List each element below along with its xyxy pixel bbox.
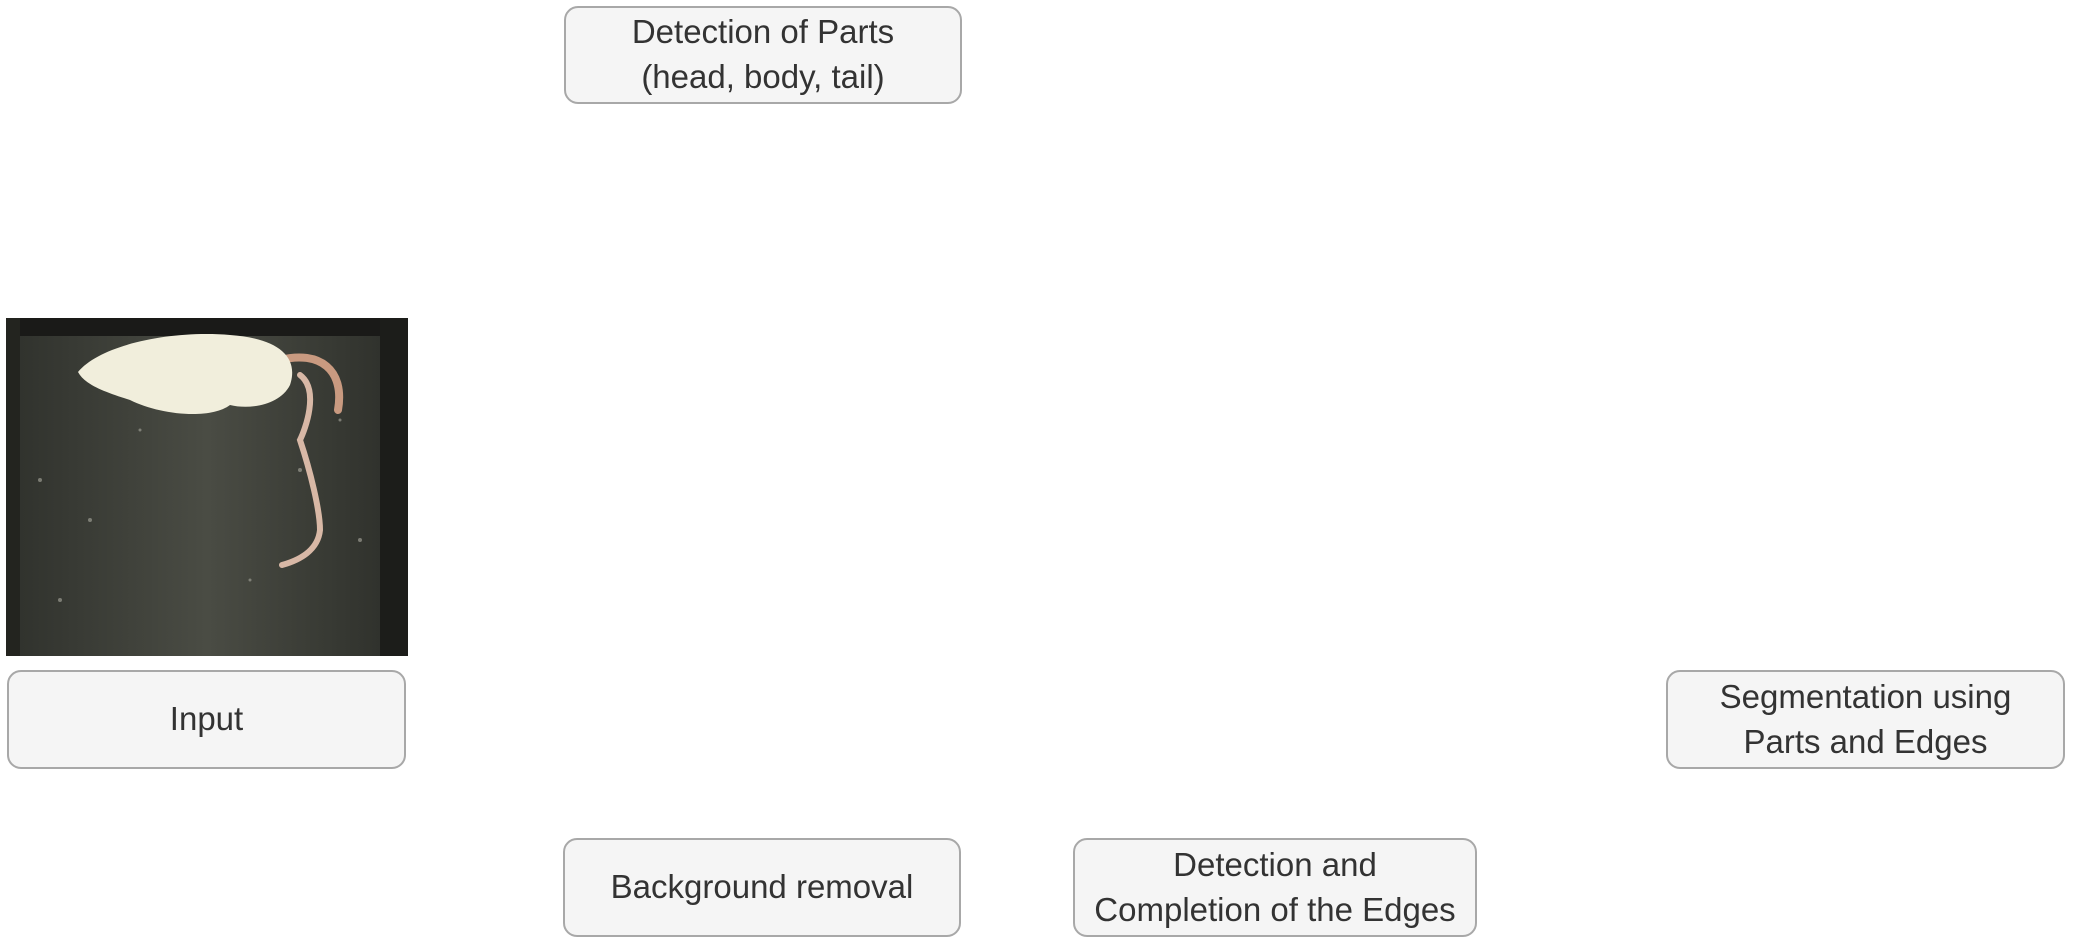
input-image [6, 318, 408, 656]
segmentation-label-line2: Parts and Edges [1743, 722, 1988, 760]
edge-detection-label-line1: Detection and [1173, 845, 1377, 883]
edge-detection-label-line2: Completion of the Edges [1094, 890, 1456, 928]
parts-detection-label: Detection of Parts (head, body, tail) [564, 6, 962, 104]
background-removal-label-text: Background removal [610, 868, 914, 906]
background-removal-label: Background removal [563, 838, 961, 937]
segmentation-label: Segmentation using Parts and Edges [1666, 670, 2065, 769]
parts-detection-label-line1: Detection of Parts [631, 13, 895, 51]
segmentation-label-line1: Segmentation using [1719, 677, 2012, 715]
edge-detection-label: Detection and Completion of the Edges [1073, 838, 1477, 937]
input-label-text: Input [169, 700, 244, 738]
parts-detection-label-line2: (head, body, tail) [641, 58, 885, 95]
input-label: Input [7, 670, 406, 769]
